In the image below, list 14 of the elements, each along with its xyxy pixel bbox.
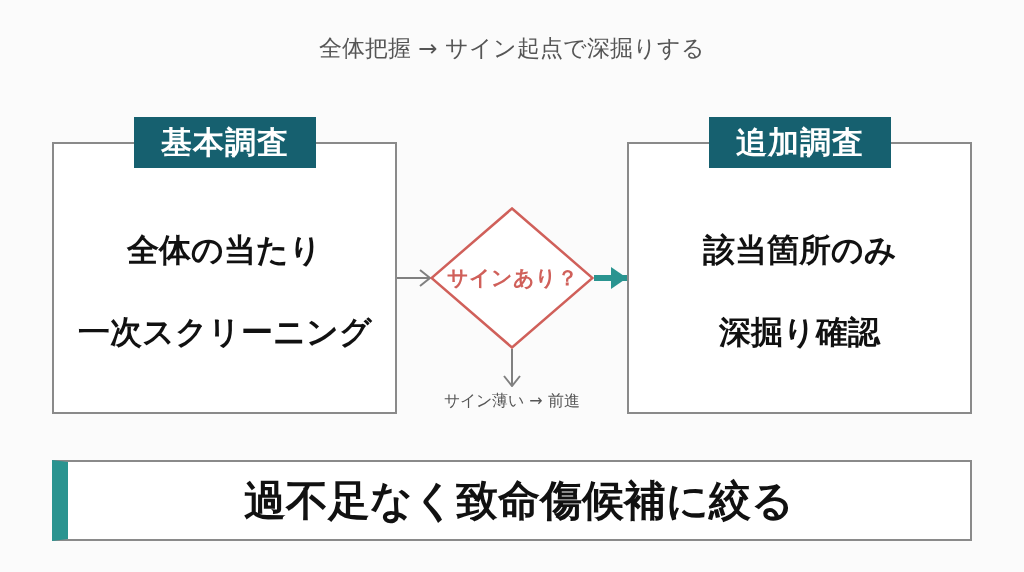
heading-tab: 基本調査 [133, 117, 316, 168]
arrow [594, 267, 627, 289]
heading-tab: 追加調査 [708, 117, 891, 168]
arrow [503, 348, 521, 387]
summary-banner: 過不足なく致命傷候補に絞る [52, 460, 972, 541]
title-text: 全体把握 → サイン起点で深掘りする [318, 34, 706, 63]
panel-text: 該当箇所のみ [701, 230, 898, 271]
diamond-label: サインあり？ [445, 265, 579, 292]
panel-text: 深掘り確認 [718, 312, 882, 353]
arrow [396, 269, 431, 287]
outcome-text: サイン薄い → 前進 [412, 386, 612, 416]
decision-diamond [430, 207, 594, 349]
panel-text: 全体の当たり [126, 230, 323, 271]
panel-text: 一次スクリーニング [76, 312, 373, 353]
